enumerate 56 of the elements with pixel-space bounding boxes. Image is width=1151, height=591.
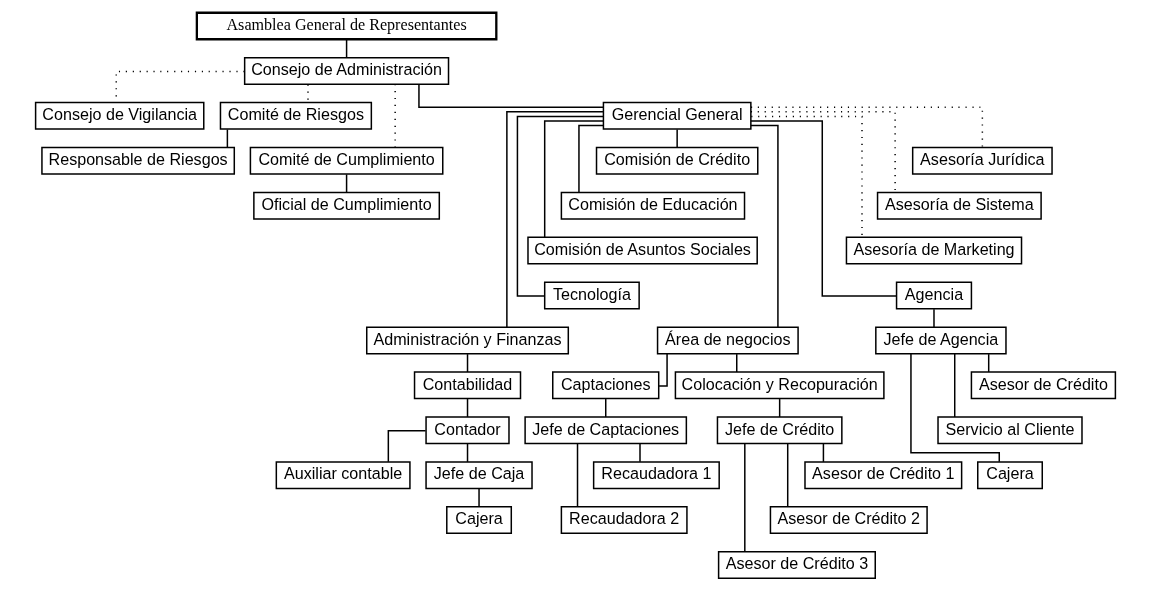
connector: [658, 353, 668, 387]
connector: [506, 111, 604, 328]
node-box: Área de negocios: [656, 326, 799, 355]
node-box: Agencia: [895, 281, 973, 310]
node-box: Auxiliar contable: [275, 461, 411, 490]
connector: [387, 430, 427, 463]
connector: [933, 308, 935, 328]
connector: [576, 442, 579, 508]
node-box: Comisión de Educación: [560, 191, 746, 220]
node-box: Comisión de Crédito: [595, 146, 759, 175]
connector: [744, 442, 746, 553]
connector: [478, 488, 480, 508]
connector: [676, 128, 678, 149]
node-box: Asamblea General de Representantes: [195, 11, 498, 41]
connector: [750, 124, 779, 328]
node-box: Colocación y Recopuración: [674, 371, 885, 400]
node-box: Comité de Riesgos: [219, 101, 373, 130]
node-box: Responsable de Riesgos: [41, 146, 236, 175]
connector: [750, 111, 896, 193]
node-box: Cajera: [977, 461, 1043, 490]
node-box: Jefe de Captaciones: [524, 416, 688, 445]
node-box: Asesoría de Sistema: [876, 191, 1042, 220]
node-box: Jefe de Agencia: [875, 326, 1007, 355]
connector: [750, 115, 863, 238]
node-box: Asesoría Jurídica: [911, 146, 1053, 175]
connector: [418, 83, 604, 108]
node-box: Contador: [425, 416, 510, 445]
node-box: Oficial de Cumplimiento: [253, 191, 441, 220]
node-box: Recaudadora 1: [592, 461, 720, 490]
node-box: Asesor de Crédito 2: [769, 506, 928, 535]
node-box: Jefe de Crédito: [716, 416, 843, 445]
node-box: Recaudadora 2: [560, 506, 688, 535]
connector: [750, 106, 984, 148]
connector: [639, 443, 641, 463]
node-box: Tecnología: [543, 281, 640, 310]
node-box: Contabilidad: [413, 371, 522, 400]
node-box: Asesor de Crédito: [970, 371, 1117, 400]
node-box: Consejo de Administración: [243, 56, 450, 85]
connector: [953, 352, 956, 418]
node-box: Asesor de Crédito 1: [804, 461, 963, 490]
node-box: Comité de Cumplimiento: [249, 146, 444, 175]
connector: [786, 442, 789, 508]
node-box: Servicio al Cliente: [937, 416, 1083, 445]
node-box: Asesor de Crédito 3: [717, 551, 876, 579]
node-box: Asesoría de Marketing: [845, 236, 1023, 265]
connector: [578, 124, 604, 193]
connector: [543, 120, 604, 238]
connector: [516, 115, 605, 297]
node-box: Comisión de Asuntos Sociales: [527, 236, 758, 265]
node-box: Jefe de Caja: [425, 461, 533, 490]
node-box: Captaciones: [552, 371, 660, 400]
node-box: Administración y Finanzas: [366, 326, 570, 355]
connector: [750, 120, 898, 297]
node-box: Gerencial General: [602, 101, 752, 130]
node-box: Cajera: [446, 506, 513, 535]
node-box: Consejo de Vigilancia: [34, 101, 205, 130]
